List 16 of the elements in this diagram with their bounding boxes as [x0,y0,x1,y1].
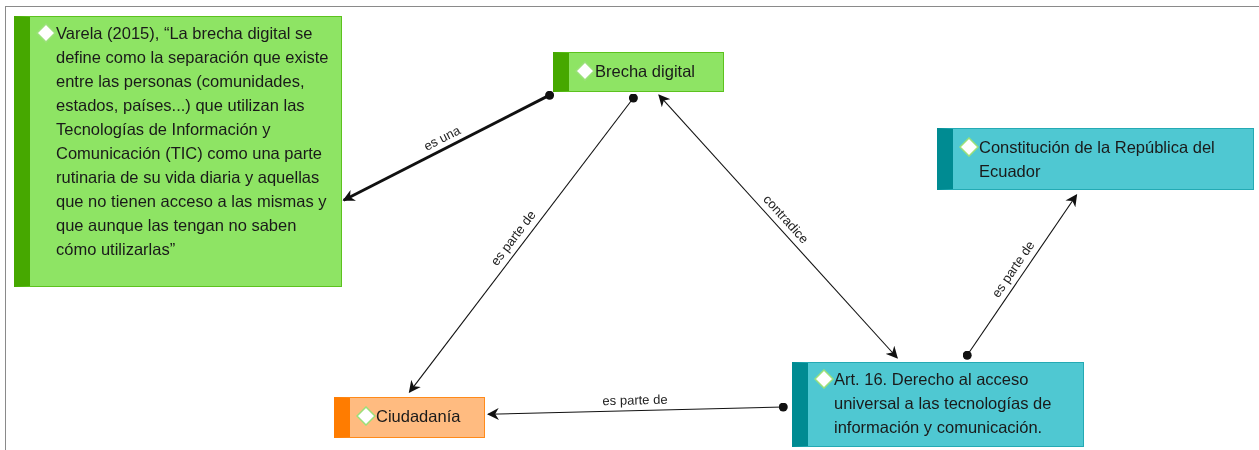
concept-text: Art. 16. Derecho al acceso universal a las tecnologías de información y comunicación. [834,369,1053,438]
concept-box [792,362,1084,447]
concept-box [553,52,724,92]
arrow [486,402,788,420]
concept-box [334,397,485,438]
concept-box [937,128,1254,190]
arrow [658,94,898,359]
concept-box [14,16,342,287]
edge-label: es parte de [600,391,671,408]
arrow [408,93,638,394]
concept-text: Ciudadanía [376,406,462,427]
concept-text: Constitución de la República del Ecuador [979,137,1216,182]
concept-text: Brecha digital [595,61,696,82]
concept-text: Varela (2015), “La brecha digital se define como la separación que existe entre las personas (comunidades, estados, países...) que utilizan las Tecnologías de Información y Comunicación (TIC) como una parte rutinaria de su vida diaria y aquellas que no tienen acceso a las mismas y que aunque las tengan no saben cómo utilizarlas” [56,23,330,260]
arrow [342,90,555,202]
arrow [962,193,1078,360]
